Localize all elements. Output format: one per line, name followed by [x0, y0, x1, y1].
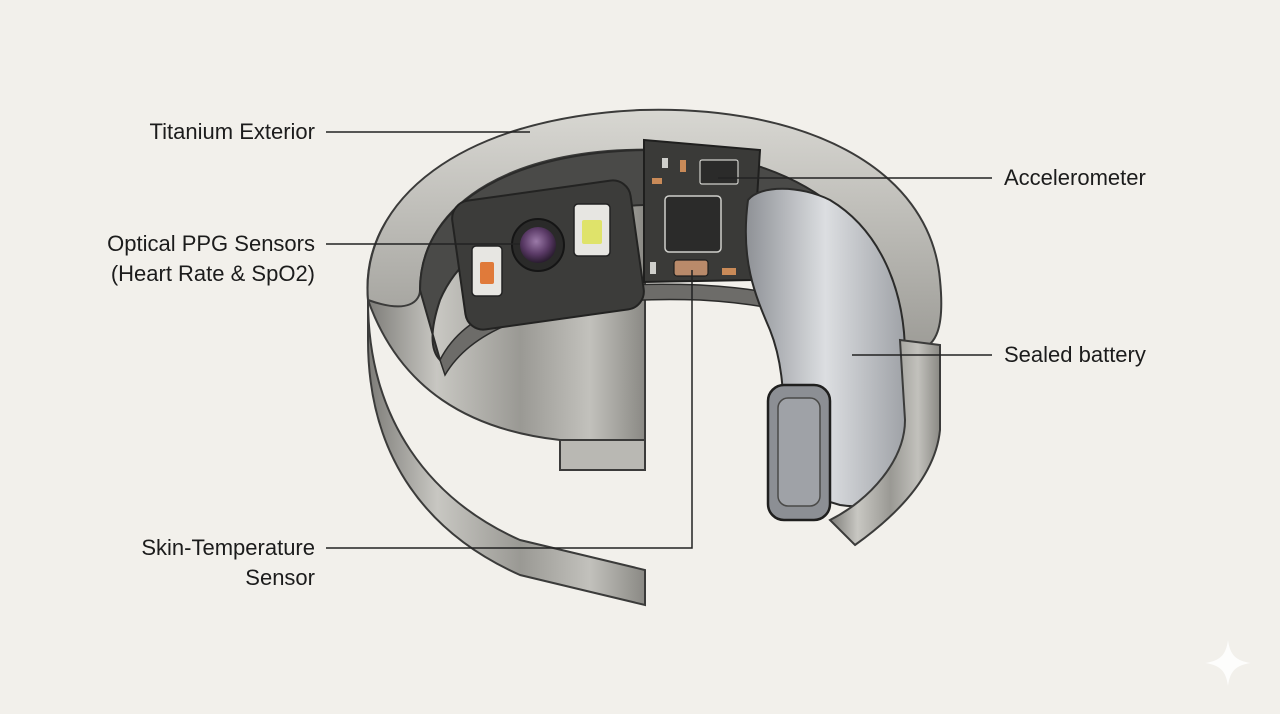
- skin-temp-sensor: [673, 259, 709, 277]
- label-titanium-exterior: Titanium Exterior: [150, 117, 315, 147]
- label-skin-temperature-sensor: Skin-Temperature Sensor: [141, 533, 315, 593]
- leader-skin-temp: [326, 270, 693, 549]
- label-optical-ppg-line2: (Heart Rate & SpO2): [110, 261, 315, 286]
- ring-outer-wall: [367, 299, 646, 607]
- label-sealed-battery-text: Sealed battery: [1004, 342, 1146, 367]
- label-accelerometer: Accelerometer: [1004, 163, 1146, 193]
- microcontroller-chip: [664, 195, 722, 253]
- label-titanium-exterior-text: Titanium Exterior: [149, 119, 315, 144]
- label-accelerometer-text: Accelerometer: [1004, 165, 1146, 190]
- ring-right-end: [828, 338, 941, 547]
- accelerometer-chip: [699, 159, 739, 185]
- label-sealed-battery: Sealed battery: [1004, 340, 1146, 370]
- label-skin-temp-line1: Skin-Temperature: [141, 535, 315, 560]
- led-red: [480, 262, 494, 284]
- label-optical-ppg-sensors: Optical PPG Sensors (Heart Rate & SpO2): [107, 229, 315, 289]
- lens: [520, 227, 556, 263]
- label-optical-ppg-line1: Optical PPG Sensors: [107, 231, 315, 256]
- label-skin-temp-line2: Sensor: [245, 565, 315, 590]
- led-green: [582, 220, 602, 244]
- sparkle-icon: [1205, 640, 1251, 686]
- ring-left-cut: [559, 439, 646, 471]
